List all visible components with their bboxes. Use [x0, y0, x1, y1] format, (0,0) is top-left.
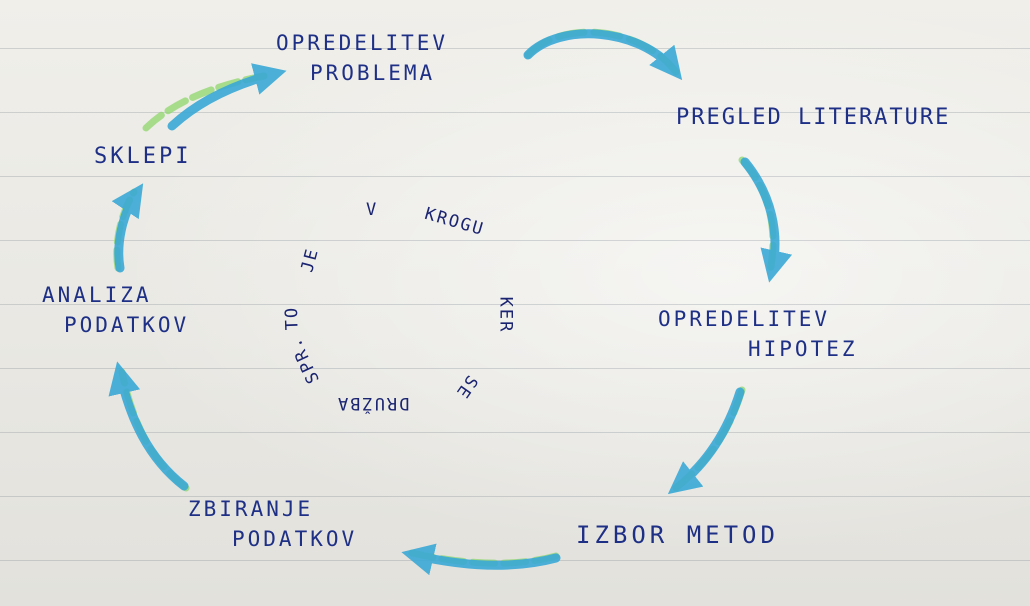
ruled-line — [0, 496, 1030, 497]
center-word: DRUŽBA — [336, 393, 410, 413]
step-problem-definition: OPREDELITEV PROBLEMA — [276, 28, 448, 88]
step-literature-review: PREGLED LITERATURE — [676, 103, 950, 133]
step-method-selection: IZBOR METOD — [576, 520, 779, 550]
step-label-line1: ANALIZA — [42, 283, 152, 307]
arrow-hypotheses-to-methods — [667, 386, 746, 495]
ruled-line — [0, 48, 1030, 49]
step-label-line1: IZBOR METOD — [576, 521, 779, 549]
step-label-line1: OPREDELITEV — [658, 307, 831, 331]
ruled-line — [0, 368, 1030, 369]
ruled-line — [0, 432, 1030, 433]
step-label-line2: PODATKOV — [64, 313, 190, 337]
step-label-line1: PREGLED LITERATURE — [676, 105, 951, 130]
ruled-line — [0, 304, 1030, 305]
arrow-collection-to-analysis — [108, 361, 190, 492]
step-label-line2: PROBLEMA — [310, 61, 436, 85]
center-word: KER — [495, 296, 516, 334]
step-label-line1: ZBIRANJE — [188, 497, 314, 521]
arrow-analysis-to-conclusions — [111, 183, 144, 273]
ruled-line — [0, 240, 1030, 241]
ruled-line — [0, 112, 1030, 113]
arrow-methods-to-collection — [401, 543, 561, 576]
step-hypotheses-definition: OPREDELITEV HIPOTEZ — [658, 304, 858, 364]
arrow-conclusions-to-problem — [142, 63, 287, 132]
step-data-collection: ZBIRANJE PODATKOV — [188, 494, 357, 554]
ruled-line — [0, 176, 1030, 177]
center-word: TO — [281, 305, 303, 331]
step-label-line2: PODATKOV — [232, 527, 358, 551]
arrow-literature-to-hypotheses — [738, 156, 793, 283]
step-label-line2: HIPOTEZ — [748, 337, 858, 361]
step-label-line1: OPREDELITEV — [276, 31, 449, 55]
step-label-line1: SKLEPI — [94, 144, 192, 169]
center-word: V — [366, 200, 379, 220]
arrow-problem-to-literature — [523, 28, 683, 81]
step-data-analysis: ANALIZA PODATKOV — [42, 280, 189, 340]
step-conclusions: SKLEPI — [94, 142, 191, 172]
